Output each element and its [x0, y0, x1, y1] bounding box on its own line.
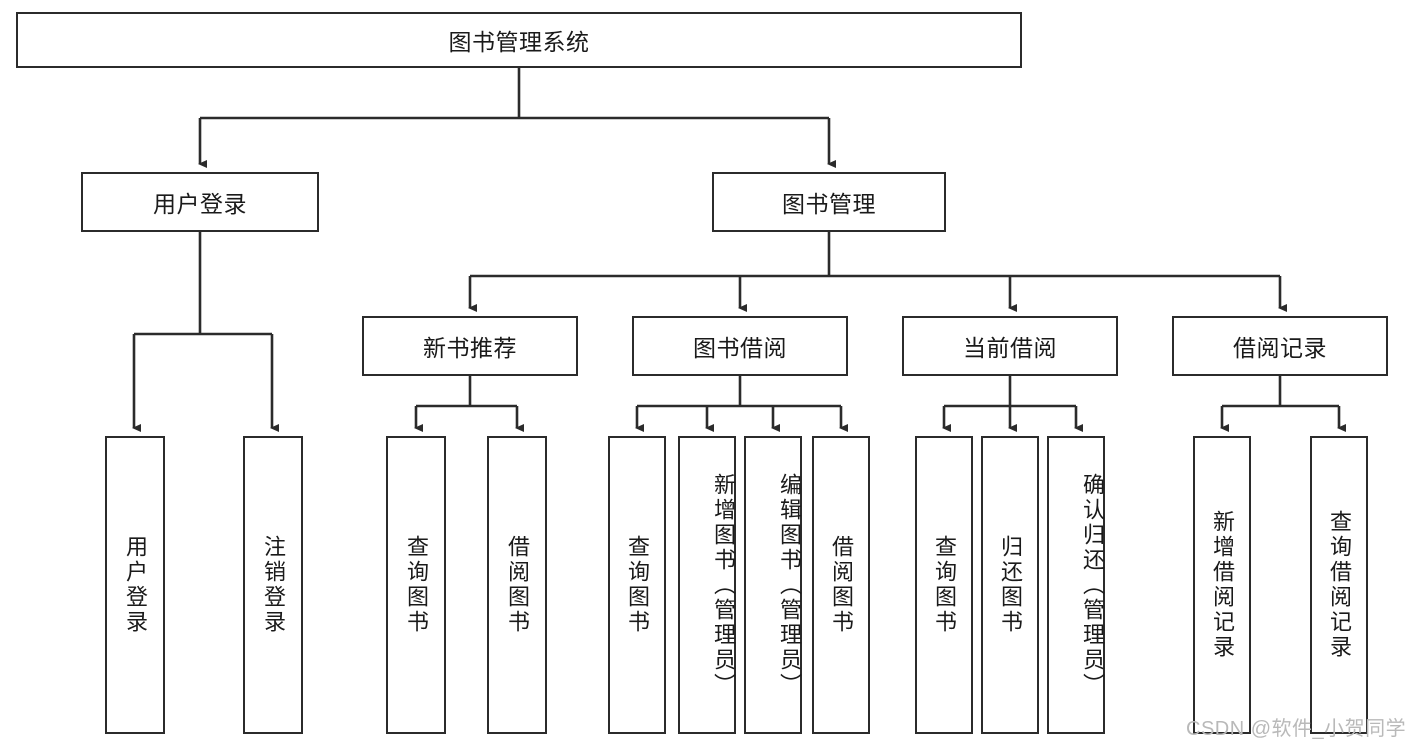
node-root[interactable]: 图书管理系统: [16, 12, 1022, 68]
node-user-login[interactable]: 用户登录: [81, 172, 319, 232]
leaf-return-book[interactable]: 归还图书: [981, 436, 1039, 734]
leaf-logout[interactable]: 注销登录: [243, 436, 303, 734]
leaf-confirm-return[interactable]: 确认归还（管理员）: [1047, 436, 1105, 734]
leaf-query-book-1[interactable]: 查询图书: [386, 436, 446, 734]
node-new-book-recommend[interactable]: 新书推荐: [362, 316, 578, 376]
leaf-query-book-2[interactable]: 查询图书: [608, 436, 666, 734]
leaf-borrow-book-1[interactable]: 借阅图书: [487, 436, 547, 734]
node-book-borrow[interactable]: 图书借阅: [632, 316, 848, 376]
leaf-edit-book[interactable]: 编辑图书（管理员）: [744, 436, 802, 734]
node-book-manage[interactable]: 图书管理: [712, 172, 946, 232]
leaf-query-record[interactable]: 查询借阅记录: [1310, 436, 1368, 734]
node-current-borrow[interactable]: 当前借阅: [902, 316, 1118, 376]
watermark: CSDN @软件_小贺同学: [1186, 718, 1405, 740]
leaf-user-login[interactable]: 用户登录: [105, 436, 165, 734]
leaf-query-book-3[interactable]: 查询图书: [915, 436, 973, 734]
leaf-borrow-book-2[interactable]: 借阅图书: [812, 436, 870, 734]
leaf-add-record[interactable]: 新增借阅记录: [1193, 436, 1251, 734]
node-borrow-record[interactable]: 借阅记录: [1172, 316, 1388, 376]
leaf-add-book[interactable]: 新增图书（管理员）: [678, 436, 736, 734]
